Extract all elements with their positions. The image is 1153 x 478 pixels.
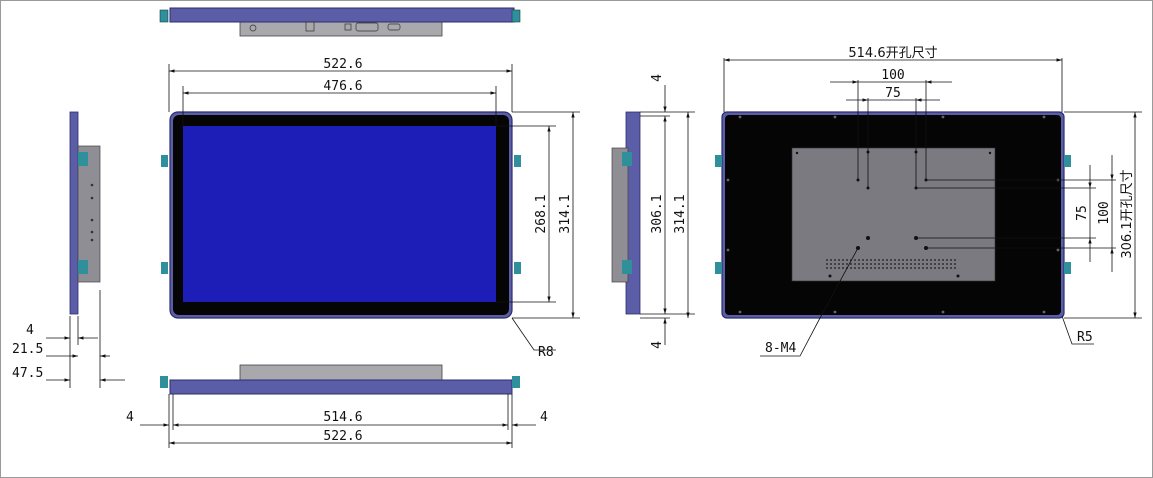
dim-rear-vesa-75-v: 75: [1075, 205, 1090, 221]
dim-side-b: 21.5: [12, 342, 43, 357]
dim-rear-cutout-width: 514.6开孔尺寸: [848, 46, 937, 61]
vga-port-icon: [355, 22, 379, 32]
dim-rear-screw-label: 8-M4: [765, 341, 796, 356]
top-view-frame: [169, 7, 515, 23]
rear-view: [715, 58, 1142, 357]
front-bracket: [514, 262, 521, 274]
port-icon: [305, 21, 315, 32]
top-bracket-left: [159, 9, 169, 23]
dim-front-active-width: 476.6: [323, 79, 362, 94]
front-bracket: [514, 155, 521, 167]
side2-bracket: [622, 260, 632, 274]
port-icon: [344, 23, 352, 31]
dim-bottom-right-margin: 4: [540, 410, 548, 425]
front-bracket: [161, 262, 168, 274]
dim-side-c: 47.5: [12, 366, 43, 381]
port-icon: [387, 23, 401, 31]
dim-rear-cutout-height: 306.1开孔尺寸: [1120, 169, 1135, 258]
side-bracket: [78, 260, 88, 274]
side-view: [46, 111, 125, 388]
rear-bracket: [1064, 262, 1071, 274]
side-frame: [69, 111, 79, 315]
dim-rear-vesa-75-h: 75: [885, 86, 901, 101]
dim-side-a: 4: [26, 323, 34, 338]
top-view: [159, 7, 521, 37]
dim-front-overall-width: 522.6: [323, 57, 362, 72]
bottom-view: [140, 364, 536, 448]
dim-front-active-height: 268.1: [534, 194, 549, 233]
dim-bottom-cutout-width: 514.6: [323, 410, 362, 425]
dim-side2-top-margin: 4: [650, 74, 665, 82]
dim-front-overall-height: 314.1: [558, 194, 573, 233]
front-view: [161, 64, 580, 351]
dim-bottom-overall-width: 522.6: [323, 429, 362, 444]
rear-bracket: [1064, 155, 1071, 167]
port-icon: [249, 24, 257, 32]
rear-back-plate: [791, 147, 996, 282]
side2-case: [611, 147, 629, 283]
side-view-2: [611, 85, 695, 345]
dim-side2-overall-height: 314.1: [673, 194, 688, 233]
dim-rear-vesa-100-v: 100: [1097, 201, 1112, 224]
dim-front-corner-radius: R8: [538, 345, 554, 360]
side2-bracket: [622, 152, 632, 166]
dim-side2-cutout-height: 306.1: [650, 194, 665, 233]
rear-bracket: [715, 262, 722, 274]
dim-rear-vesa-100-h: 100: [881, 68, 904, 83]
dim-rear-corner-radius: R5: [1077, 330, 1093, 345]
bottom-view-case: [239, 364, 443, 382]
side-bracket: [78, 152, 88, 166]
dim-bottom-left-margin: 4: [126, 410, 134, 425]
front-bracket: [161, 155, 168, 167]
dim-side2-bottom-margin: 4: [650, 341, 665, 349]
bottom-bracket-left: [160, 376, 168, 388]
top-bracket-right: [511, 9, 521, 23]
rear-bracket: [715, 155, 722, 167]
bottom-bracket-right: [512, 376, 520, 388]
side-case: [77, 145, 101, 283]
bottom-view-frame: [169, 379, 513, 395]
front-screen: [183, 126, 496, 302]
